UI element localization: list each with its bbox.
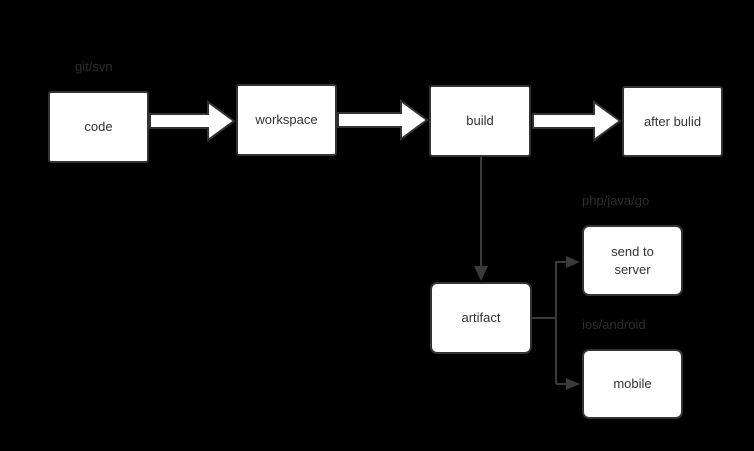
node-send-to-server[interactable]: send to server [582,225,683,296]
node-after-bulid[interactable]: after bulid [622,86,723,157]
edge-code-to-workspace[interactable] [149,100,236,142]
arrowhead-send-to-server [566,256,580,268]
node-workspace[interactable]: workspace [236,84,337,156]
annotation-php-java-go[interactable]: php/java/go [582,193,650,208]
edge-artifact-branch[interactable] [532,256,580,390]
node-build[interactable]: build [429,85,531,157]
annotation-ios-android[interactable]: ios/android [582,317,646,332]
annotation-git-svn[interactable]: git/svn [75,59,113,74]
edge-build-to-afterbulid[interactable] [532,100,622,142]
edge-build-to-artifact[interactable] [474,157,488,281]
node-mobile[interactable]: mobile [582,349,683,419]
node-artifact[interactable]: artifact [430,282,532,354]
node-code[interactable]: code [48,91,149,163]
arrowhead-mobile [566,378,580,390]
edge-workspace-to-build[interactable] [337,99,429,141]
